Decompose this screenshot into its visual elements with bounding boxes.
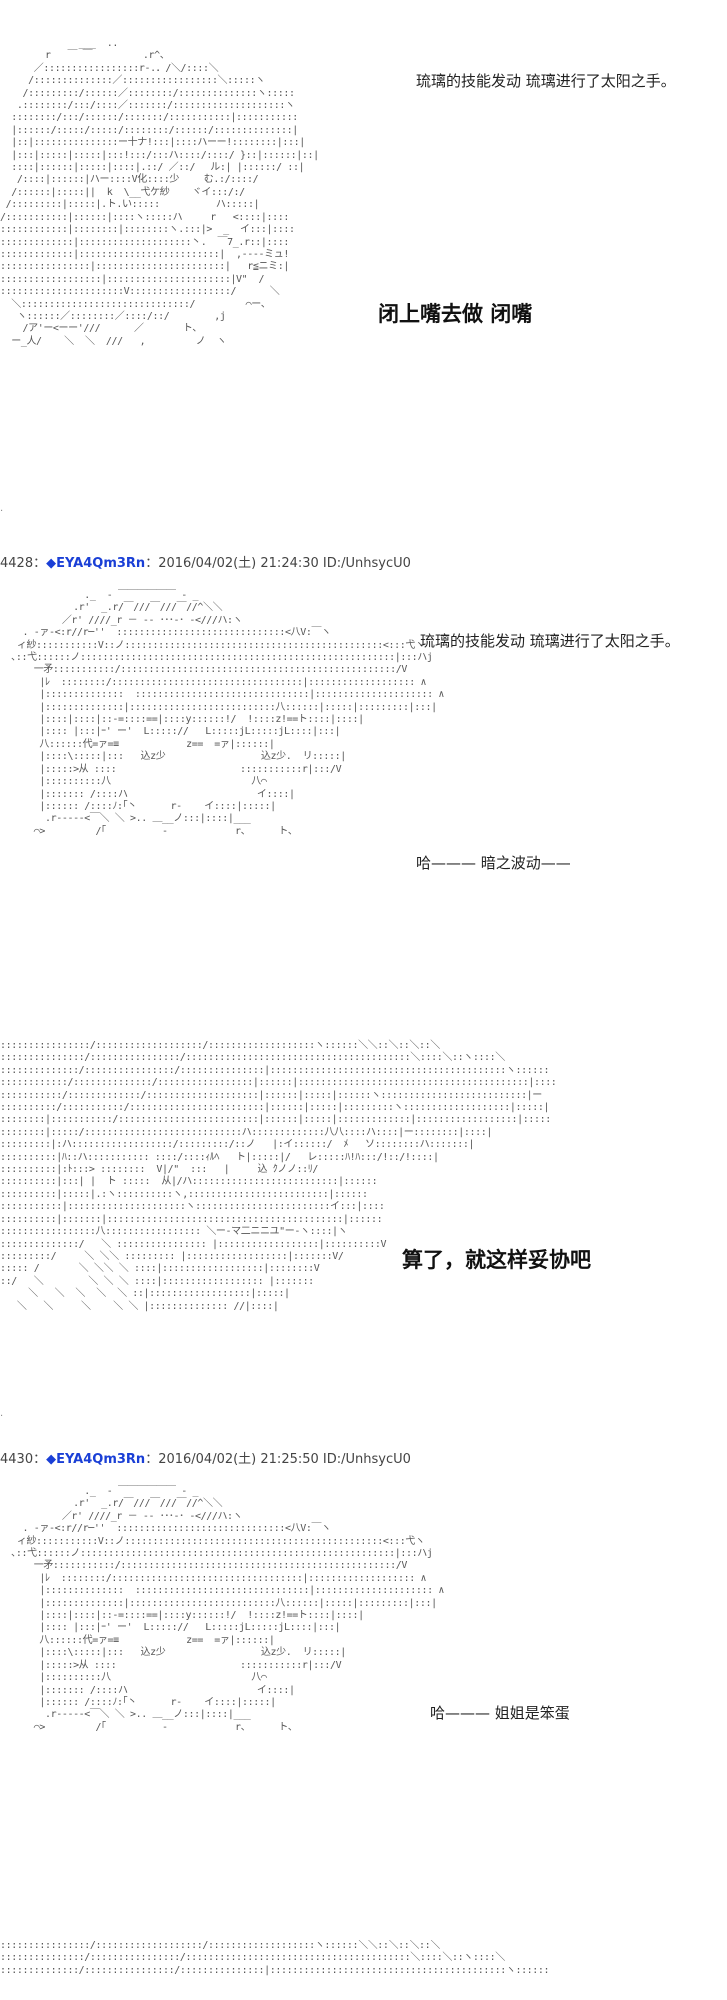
panel-1: ___ .. r ￣ ￣ .r^、 ／:::::::::::::::::r-.．… [0, 0, 727, 514]
panel-2: ._ - ￣￣￣￣￣￣ - _ .r' _.r/￣///￣///￣//^＼＼ ／… [0, 590, 727, 960]
speech-text: 哈——— 姐姐是笨蛋 [430, 1704, 570, 1722]
panel-4: ._ - ￣￣￣￣￣￣ - _ .r' _.r/￣///￣///￣//^＼＼ ／… [0, 1486, 727, 1856]
ascii-art-girl-3: ._ - ￣￣￣￣￣￣ - _ .r' _.r/￣///￣///￣//^＼＼ ／… [11, 1486, 445, 1733]
ascii-art-girl-2: ._ - ￣￣￣￣￣￣ - _ .r' _.r/￣///￣///￣//^＼＼ ／… [11, 590, 445, 837]
trip-code[interactable]: EYA4Qm3Rn [56, 1452, 146, 1467]
spacer-dot: . [0, 1408, 4, 1419]
panel-3: ::::::::::::::::/:::::::::::::::::::/:::… [0, 1040, 727, 1420]
narration-text: 琉璃的技能发动 琉璃进行了太阳之手。 [420, 632, 680, 650]
post-meta: ：2016/04/02(土) 21:24:30 ID:/UnhsycU0 [145, 556, 411, 571]
post-number: 4428 [0, 556, 34, 571]
speech-text: 算了，就这样妥协吧 [402, 1248, 591, 1272]
panel-5: ::::::::::::::::/:::::::::::::::::::/:::… [0, 1940, 727, 2000]
post-meta: ：2016/04/02(土) 21:25:50 ID:/UnhsycU0 [145, 1452, 411, 1467]
narration-text: 琉璃的技能发动 琉璃进行了太阳之手。 [416, 72, 676, 90]
ascii-art-closeup-2: ::::::::::::::::/:::::::::::::::::::/:::… [0, 1940, 550, 1976]
post-separator: ： [33, 556, 47, 571]
speech-text: 哈——— 暗之波动—— [416, 854, 571, 872]
trip-diamond-icon: ◆ [46, 556, 57, 571]
ascii-art-girl-1: ___ .. r ￣ ￣ .r^、 ／:::::::::::::::::r-.．… [0, 38, 319, 347]
post-separator: ： [33, 1452, 47, 1467]
post-header-4428: 4428：◆EYA4Qm3Rn：2016/04/02(土) 21:24:30 I… [0, 552, 411, 571]
trip-code[interactable]: EYA4Qm3Rn [56, 556, 146, 571]
ascii-art-closeup-1: ::::::::::::::::/:::::::::::::::::::/:::… [0, 1040, 557, 1312]
post-number: 4430 [0, 1452, 34, 1467]
post-header-4430: 4430：◆EYA4Qm3Rn：2016/04/02(土) 21:25:50 I… [0, 1448, 411, 1467]
spacer-dot: . [0, 503, 4, 514]
trip-diamond-icon: ◆ [46, 1452, 57, 1467]
speech-text: 闭上嘴去做 闭嘴 [378, 302, 533, 326]
